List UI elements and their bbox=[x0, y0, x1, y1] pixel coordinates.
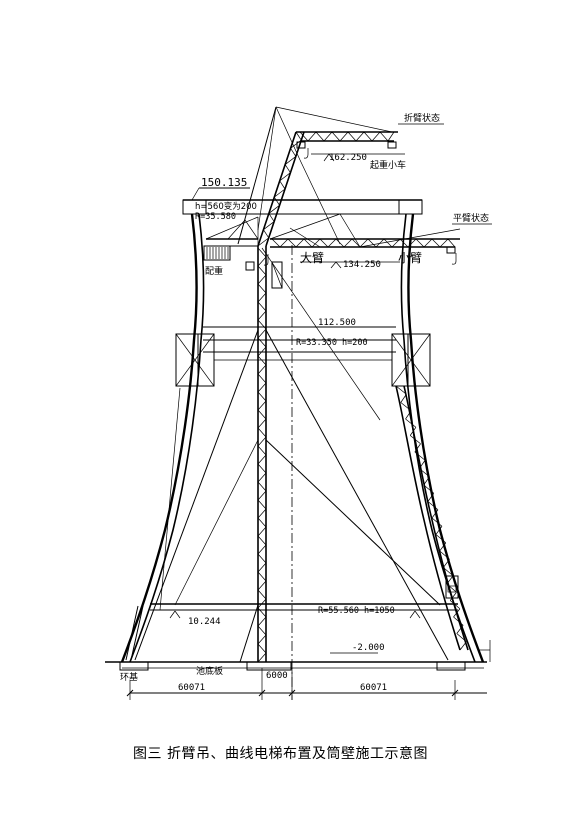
label-dim-center: 6000 bbox=[266, 671, 288, 681]
left-brace bbox=[125, 605, 144, 661]
label-elev-162: 162.250 bbox=[329, 153, 367, 163]
label-luffing-trolley: 起重小车 bbox=[370, 159, 406, 171]
label-elev-112: 112.500 bbox=[318, 318, 356, 328]
label-small-arm: 小臂 bbox=[398, 251, 422, 265]
horizontal-jib bbox=[203, 213, 461, 289]
label-counterweight: 配重 bbox=[205, 265, 223, 277]
tower-mast bbox=[257, 246, 267, 663]
label-big-arm: 大臂 bbox=[300, 251, 324, 265]
left-shell-wall bbox=[120, 213, 205, 663]
working-platform-lower bbox=[150, 603, 458, 619]
folded-arm bbox=[296, 131, 405, 162]
folding-jib-boom bbox=[237, 106, 393, 247]
label-flat-state: 平臂状态 bbox=[453, 212, 489, 224]
label-ring-beam: 环基 bbox=[120, 671, 138, 683]
figure-caption: 图三 折臂吊、曲线电梯布置及筒壁施工示意图 bbox=[133, 746, 428, 762]
label-r-top-2: R=35.580 bbox=[195, 212, 236, 222]
label-folded-state: 折臂状态 bbox=[404, 112, 440, 124]
label-r-low: R=55.560 h=1050 bbox=[318, 606, 395, 616]
label-dim-right: 60071 bbox=[360, 683, 387, 693]
curved-elevator-track bbox=[395, 385, 469, 651]
guy-wires bbox=[134, 247, 449, 663]
working-platform-upper bbox=[175, 326, 431, 387]
dimension-lines bbox=[126, 187, 487, 700]
tower-crown bbox=[182, 199, 423, 215]
label-elev-10: 10.244 bbox=[188, 617, 221, 627]
foundation bbox=[105, 640, 491, 671]
label-r-top-1: h=560变为200 bbox=[195, 201, 257, 212]
label-bottom-plate: 池底板 bbox=[196, 665, 223, 677]
label-dim-left: 60071 bbox=[178, 683, 205, 693]
label-elev-150: 150.135 bbox=[201, 176, 247, 189]
label-r-mid: R=33.350 h=200 bbox=[296, 338, 368, 348]
label-elev-neg2: -2.000 bbox=[352, 643, 385, 653]
label-elev-134: 134.250 bbox=[343, 260, 381, 270]
